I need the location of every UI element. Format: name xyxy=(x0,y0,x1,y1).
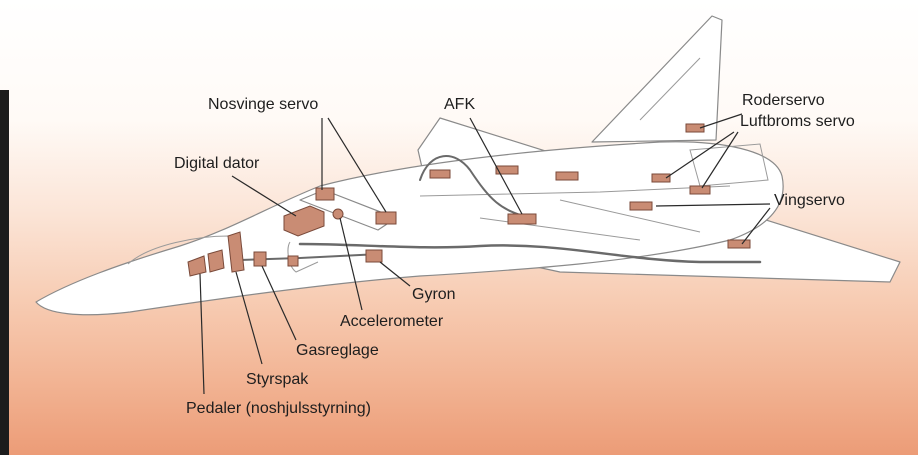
label-styrspak: Styrspak xyxy=(246,371,308,389)
wing-servo-2 xyxy=(728,240,750,248)
label-accelerometer: Accelerometer xyxy=(340,313,443,331)
label-nosvinge-servo: Nosvinge servo xyxy=(208,96,318,114)
label-roderservo: Roderservo xyxy=(742,92,825,110)
throttle-2 xyxy=(288,256,298,266)
label-vingservo: Vingservo xyxy=(774,192,845,210)
gyro-unit xyxy=(366,250,382,262)
fuselage xyxy=(36,142,783,315)
label-gasreglage: Gasreglage xyxy=(296,342,379,360)
leader-digital-dator xyxy=(232,176,296,216)
wing-component-1 xyxy=(430,170,450,178)
afk-unit xyxy=(508,214,536,224)
wing-servo-1 xyxy=(630,202,652,210)
accelerometer-unit xyxy=(333,209,343,219)
throttle xyxy=(254,252,266,266)
wing-component-3 xyxy=(556,172,578,180)
label-pedaler: Pedaler (noshjulsstyrning) xyxy=(186,400,371,418)
label-digital-dator: Digital dator xyxy=(174,155,259,173)
airbrake-servo-2 xyxy=(690,186,710,194)
label-gyron: Gyron xyxy=(412,286,456,304)
canard-servo-right xyxy=(376,212,396,224)
tail-fin xyxy=(592,16,722,142)
canard-servo-left xyxy=(316,188,334,200)
label-luftbroms-servo: Luftbroms servo xyxy=(740,113,855,131)
pedals-2 xyxy=(208,250,224,272)
label-afk: AFK xyxy=(444,96,475,114)
airbrake-servo-1 xyxy=(652,174,670,182)
